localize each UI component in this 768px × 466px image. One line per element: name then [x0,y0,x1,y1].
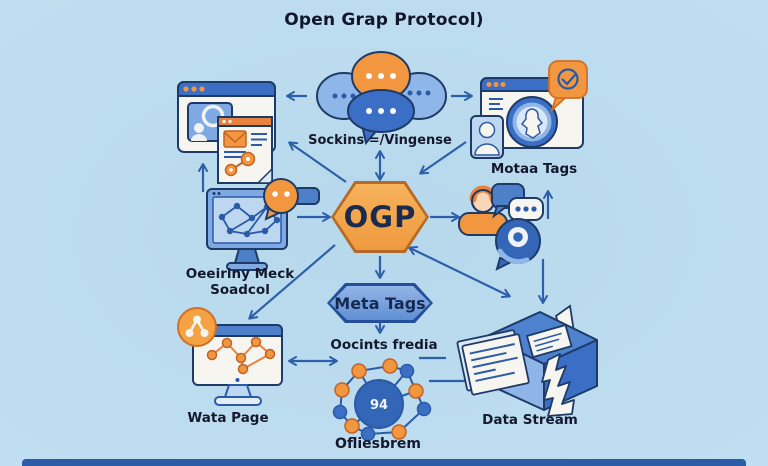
label-ofliesbrem: Ofliesbrem [335,436,421,452]
page-title: Open Grap Protocol) [284,10,484,30]
label-motaa-tags: Motaa Tags [490,161,578,177]
data-cube-icon [456,304,598,417]
label-wata-page: Wata Page [187,410,269,426]
label-data-stream: Data Stream [482,412,578,428]
ogp-label: OGP [334,184,426,250]
browser-preview-icon [177,81,276,184]
monitor-network-icon [206,178,320,271]
label-oeeiriny-line2: Soadcol [210,282,270,298]
network-graph-icon: 94 [332,358,432,442]
speech-bubbles-icon [316,51,447,146]
network-ball-value: 94 [370,398,388,413]
label-oocints: Oocints fredia [330,337,438,353]
browser-check-icon [470,60,588,159]
label-oeeiriny: Oeeiriny Meck Soadcol [186,266,294,298]
meta-tags-label: Meta Tags [330,286,430,320]
people-chat-icon [458,183,544,271]
bottom-accent-bar [22,459,746,466]
label-oeeiriny-line1: Oeeiriny Meck [185,266,295,282]
label-social-bubbles: Sockins =/Vingense [308,133,452,148]
monitor-webpage-icon [177,307,283,406]
meta-tags-hexagon: Meta Tags [327,283,433,323]
ogp-hexagon: OGP [331,181,429,253]
